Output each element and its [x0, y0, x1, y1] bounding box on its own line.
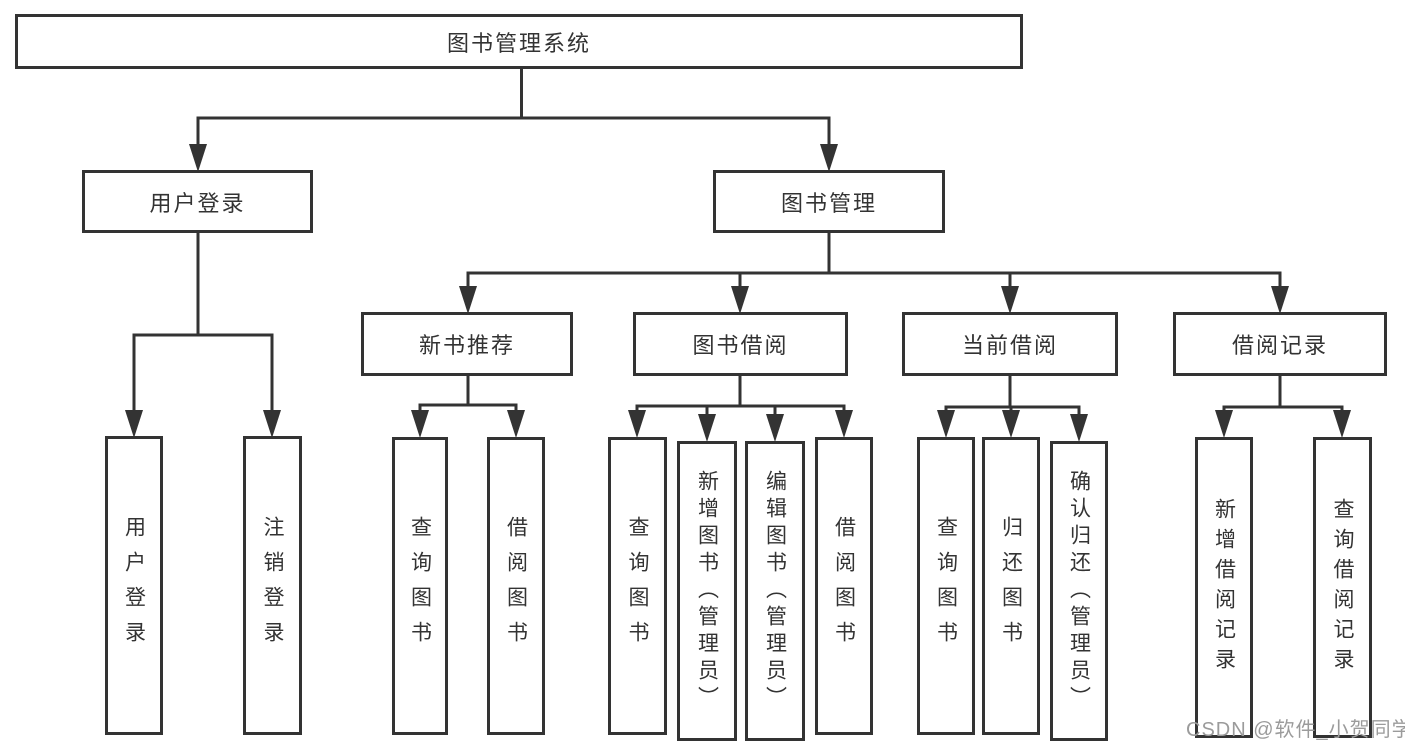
- node-book-management: 图书管理: [713, 170, 945, 233]
- leaf-br-query-record: 查询借阅记录: [1313, 437, 1372, 738]
- leaf-user-login: 用户登录: [105, 436, 163, 735]
- leaf-bb-borrow-book: 借阅图书: [815, 437, 873, 735]
- node-library-system: 图书管理系统: [15, 14, 1023, 69]
- node-current-borrow: 当前借阅: [902, 312, 1118, 376]
- csdn-watermark: CSDN @软件_小贺同学: [1186, 719, 1405, 741]
- node-library-system-label: 图书管理系统: [446, 30, 591, 56]
- node-current-borrow-label: 当前借阅: [961, 333, 1058, 358]
- leaf-bb-edit-book-admin-label: 编辑图书（管理员）: [763, 469, 787, 713]
- leaf-cb-return-book-label: 归还图书: [999, 516, 1023, 656]
- leaf-bb-edit-book-admin: 编辑图书（管理员）: [745, 441, 805, 741]
- leaf-logout-login: 注销登录: [243, 436, 302, 735]
- leaf-bb-query-book: 查询图书: [608, 437, 667, 735]
- leaf-bb-add-book-admin-label: 新增图书（管理员）: [695, 469, 719, 713]
- leaf-rec-query-book-label: 查询图书: [408, 516, 432, 656]
- leaf-cb-confirm-return-admin: 确认归还（管理员）: [1050, 441, 1108, 741]
- leaf-bb-query-book-label: 查询图书: [626, 516, 649, 656]
- arrowheads: [125, 144, 1351, 442]
- leaf-bb-add-book-admin: 新增图书（管理员）: [677, 441, 737, 741]
- node-user-login-label: 用户登录: [149, 190, 246, 216]
- node-user-login: 用户登录: [82, 170, 313, 233]
- leaf-br-add-record-label: 新增借阅记录: [1212, 497, 1236, 678]
- leaf-bb-borrow-book-label: 借阅图书: [832, 516, 856, 656]
- leaf-rec-borrow-book: 借阅图书: [487, 437, 545, 735]
- leaf-cb-return-book: 归还图书: [982, 437, 1040, 735]
- leaf-user-login-label: 用户登录: [122, 515, 146, 656]
- leaf-cb-confirm-return-admin-label: 确认归还（管理员）: [1067, 469, 1091, 713]
- leaf-cb-query-book-label: 查询图书: [934, 516, 958, 656]
- leaf-br-query-record-label: 查询借阅记录: [1331, 497, 1354, 678]
- node-borrow-records: 借阅记录: [1173, 312, 1387, 376]
- node-book-borrow: 图书借阅: [633, 312, 848, 376]
- leaf-logout-login-label: 注销登录: [261, 515, 284, 656]
- node-borrow-records-label: 借阅记录: [1231, 333, 1328, 358]
- node-book-borrow-label: 图书借阅: [692, 333, 789, 358]
- node-new-book-recommend: 新书推荐: [361, 312, 573, 376]
- node-new-book-recommend-label: 新书推荐: [418, 333, 515, 358]
- leaf-cb-query-book: 查询图书: [917, 437, 975, 735]
- leaf-br-add-record: 新增借阅记录: [1195, 437, 1253, 738]
- node-book-management-label: 图书管理: [780, 190, 877, 216]
- leaf-rec-borrow-book-label: 借阅图书: [504, 516, 528, 656]
- leaf-rec-query-book: 查询图书: [392, 437, 448, 735]
